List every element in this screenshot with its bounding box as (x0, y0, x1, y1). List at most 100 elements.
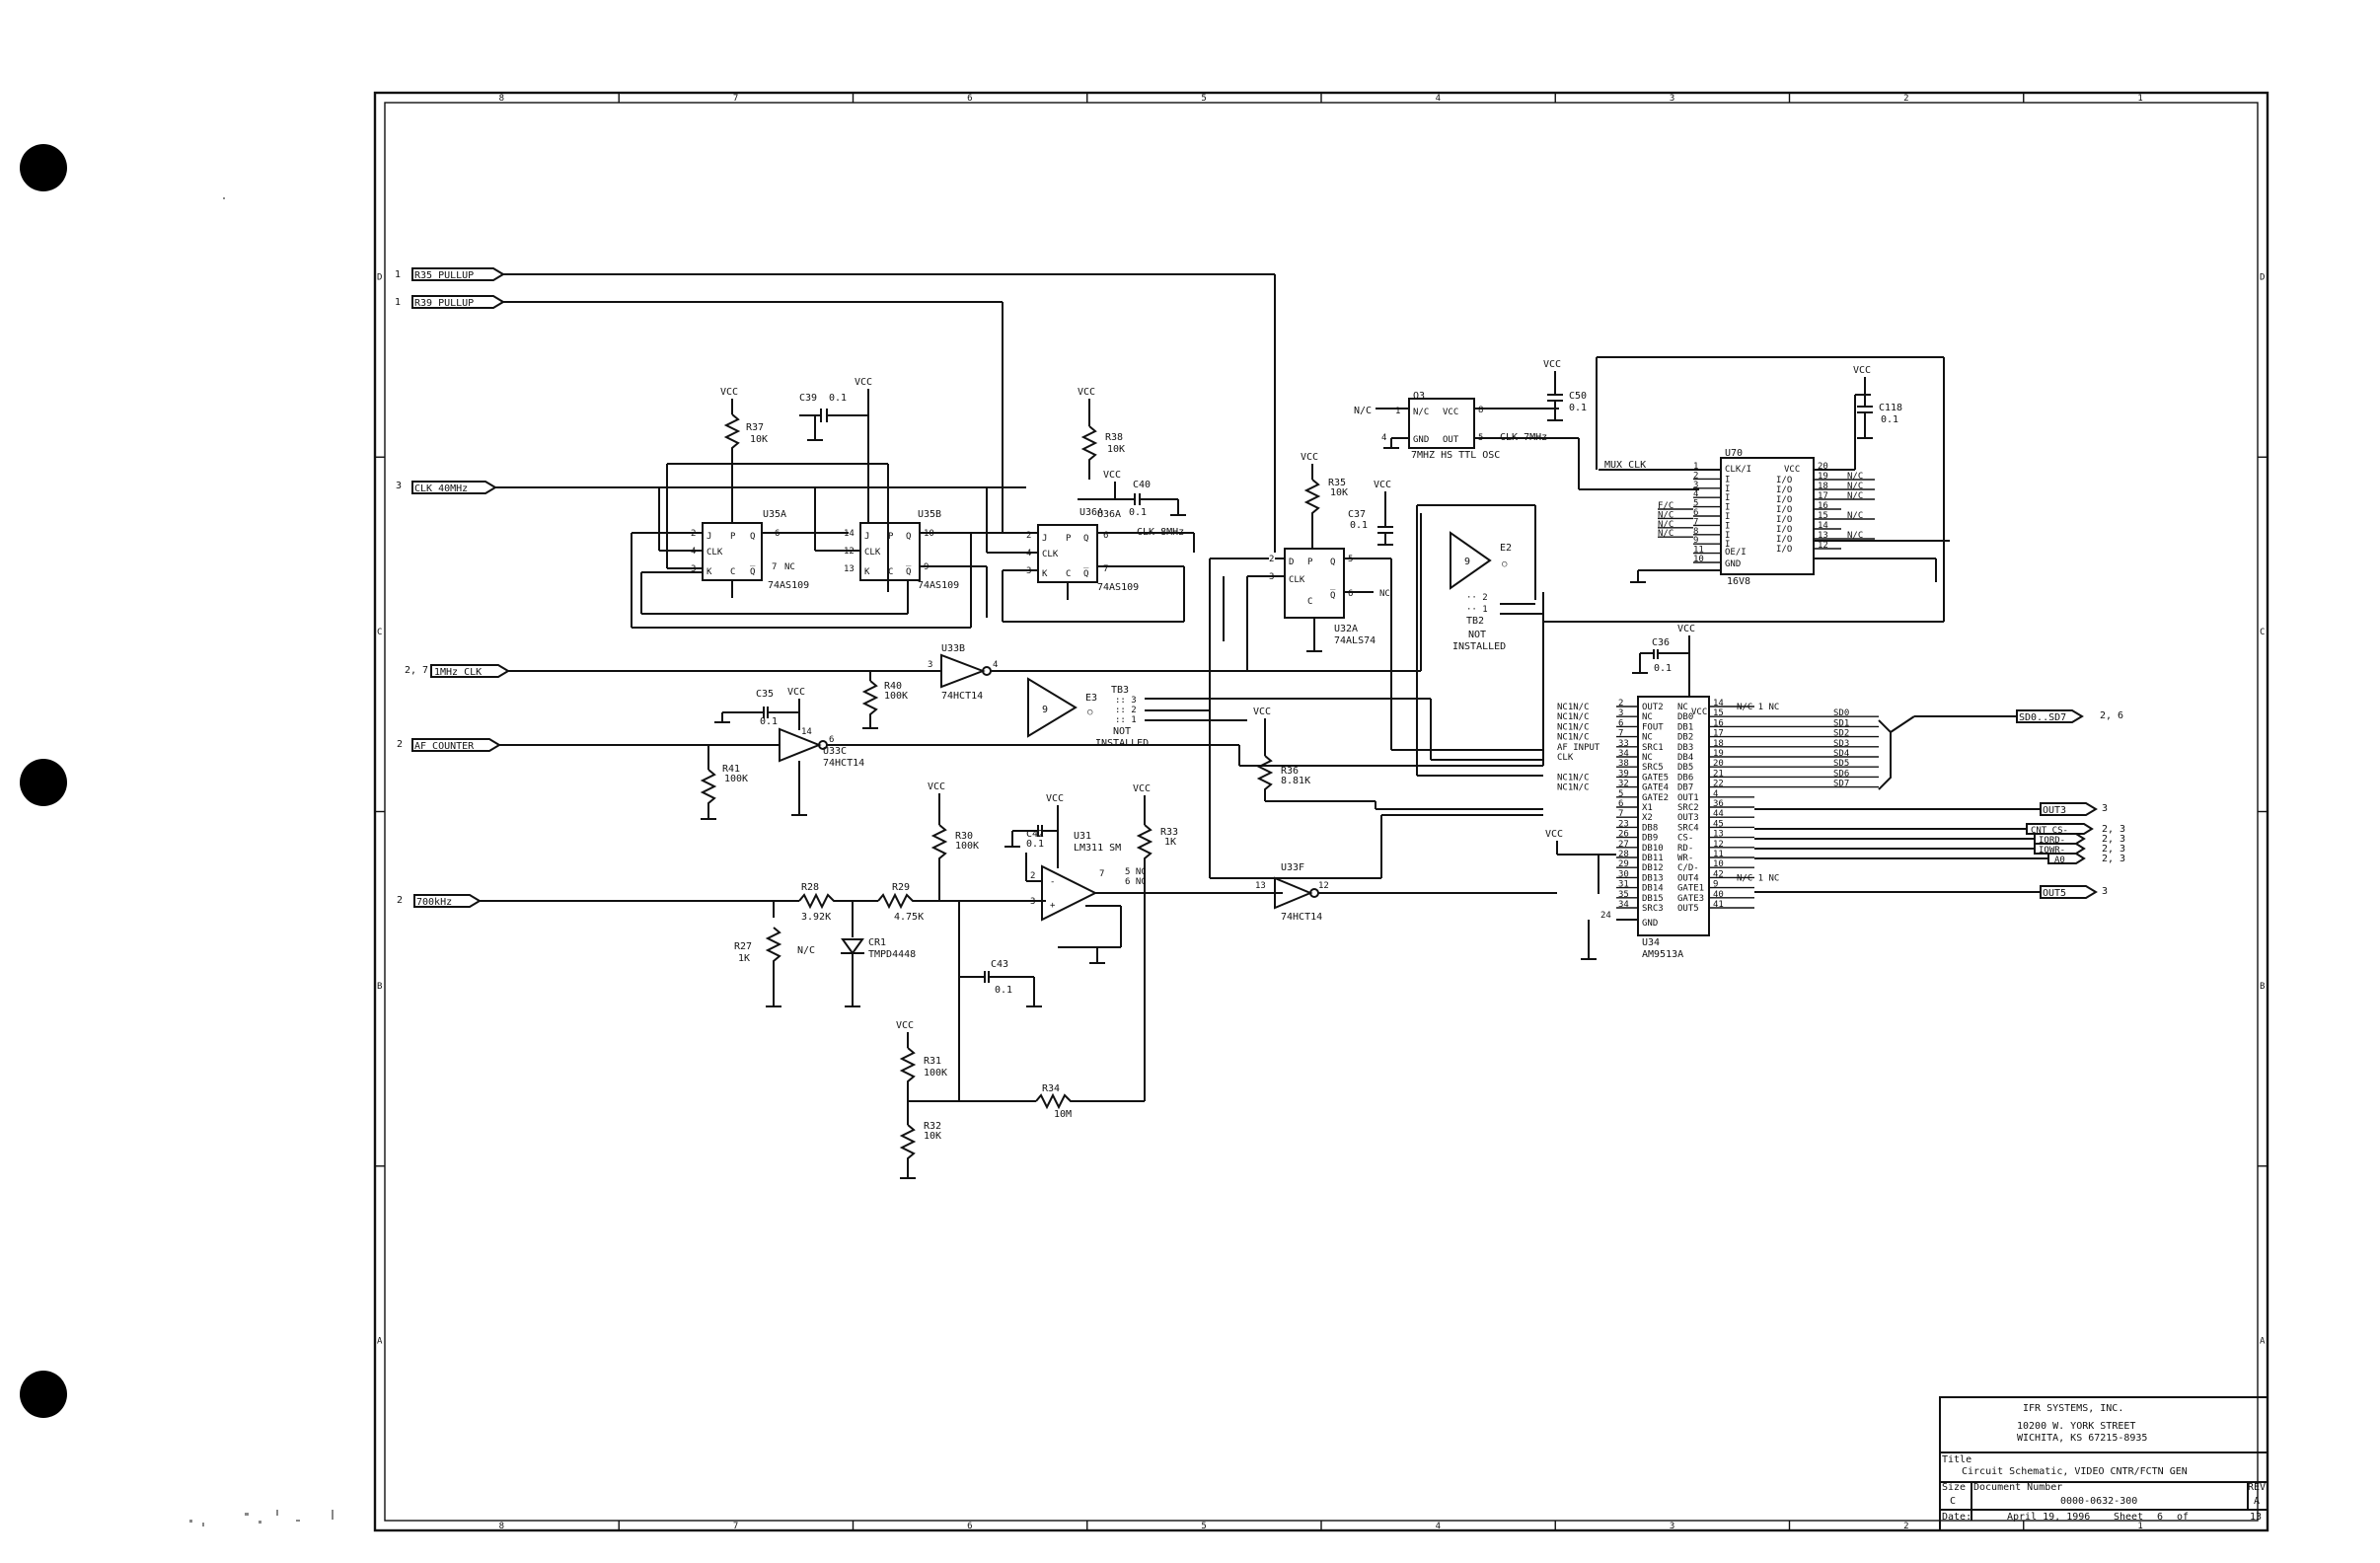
svg-text:Q̅: Q̅ (1083, 567, 1089, 579)
svg-text:Q: Q (906, 532, 911, 542)
u70-pin-number: 14 (1818, 521, 1828, 531)
svg-text:C36: C36 (1652, 637, 1670, 648)
svg-text:2, 3: 2, 3 (2102, 854, 2125, 864)
svg-text:VCC: VCC (1443, 408, 1458, 417)
r40-resistor: R40 100K (861, 671, 908, 729)
u34-pin-name: DB0 (1677, 712, 1693, 722)
svg-text:U34: U34 (1642, 937, 1660, 948)
svg-text:7: 7 (1099, 869, 1104, 879)
c35-capacitor: C35 0.1 VCC (714, 687, 805, 727)
u34-pin-number: 30 (1618, 869, 1629, 879)
r30-resistor: VCC R30 100K (928, 782, 979, 901)
svg-text:9: 9 (1042, 705, 1048, 715)
svg-text:VCC: VCC (928, 782, 945, 792)
svg-text:VCC: VCC (896, 1020, 914, 1031)
u34-pin-number: 15 (1713, 708, 1724, 718)
u34-pin-net: NC1N/C (1557, 712, 1590, 722)
border-col-label: 7 (733, 94, 738, 104)
u34-pin-number: 21 (1713, 769, 1724, 779)
u34-pin-name: RD- (1677, 844, 1693, 854)
border-col-label: 5 (1201, 94, 1206, 104)
u34-pin-net: N/C 1 NC (1737, 703, 1779, 712)
u34-pin-name: DB9 (1642, 834, 1658, 844)
u34-pin-number: 34 (1618, 749, 1629, 759)
u70-pin-name: I/O (1776, 545, 1792, 555)
svg-text:10K: 10K (924, 1131, 941, 1142)
offsheet-r39-pullup: 1 R39 PULLUP (395, 295, 505, 309)
border-col-label: 5 (1201, 1522, 1206, 1531)
u34-pin-number: 9 (1713, 880, 1718, 890)
u34-pin-net: NC1N/C (1557, 773, 1590, 782)
border-col-label: 4 (1436, 94, 1441, 104)
svg-text:100K: 100K (924, 1068, 947, 1079)
svg-text:C39: C39 (799, 393, 817, 404)
sd-bus: SD0..SD7 2, 6 (1878, 709, 2123, 790)
u70-pin-number: 1 (1693, 462, 1698, 472)
u34-pin-net: NC1N/C (1557, 722, 1590, 732)
svg-text:U35B: U35B (918, 509, 941, 520)
u70-pin-number: 8 (1693, 527, 1698, 537)
u34-counter: VCC GND U34 AM9513A OUT22NC1N/CNC3NC1N/C… (1557, 696, 1879, 960)
u33c-inverter: U33C 74HCT14 6 14 (499, 712, 1239, 816)
u70-pin-number: 10 (1693, 555, 1704, 564)
svg-text:1K: 1K (1164, 837, 1176, 848)
svg-text:LM311 SM: LM311 SM (1074, 843, 1121, 854)
u70-pin-number: 6 (1693, 508, 1698, 518)
u34-pin-number: 3 (1618, 708, 1623, 718)
svg-text:2, 3: 2, 3 (2102, 844, 2125, 855)
svg-text:R29: R29 (892, 882, 910, 893)
svg-text:NOT: NOT (1113, 726, 1131, 737)
svg-text:VCC: VCC (720, 387, 738, 398)
svg-text:N/C: N/C (797, 945, 815, 956)
svg-text:R39 PULLUP: R39 PULLUP (414, 298, 474, 309)
c36-capacitor: C36 0.1 VCC (1632, 624, 1695, 697)
svg-text:CLK: CLK (1289, 575, 1305, 585)
svg-text:U36A: U36A (1097, 509, 1121, 520)
u34-pin-name: DB7 (1677, 783, 1693, 793)
u34-pin-number: 35 (1618, 890, 1629, 900)
u70-pin-number: 18 (1818, 482, 1828, 491)
svg-text:REV: REV (2248, 1482, 2266, 1493)
offsheet-af-counter: 2 AF COUNTER (397, 738, 501, 752)
svg-text:VCC: VCC (1133, 783, 1151, 794)
u34-pin-name: DB11 (1642, 854, 1664, 863)
offsheet-1mhz-clk: 2, 7 1MHz CLK (405, 664, 510, 678)
svg-text:WICHITA, KS 67215-8935: WICHITA, KS 67215-8935 (2017, 1433, 2147, 1444)
svg-text:U70: U70 (1725, 448, 1743, 459)
svg-text::: 2: :: 2 (1115, 706, 1137, 715)
svg-text:14: 14 (844, 529, 855, 539)
svg-text:R27: R27 (734, 941, 752, 952)
offsheet-out5: OUT5 3 (1754, 885, 2108, 899)
r36-resistor: VCC R36 8.81K (1253, 707, 1543, 810)
offsheet-r35-pullup: 1 R35 PULLUP (395, 267, 505, 281)
u34-pin-net: NC1N/C (1557, 783, 1590, 793)
svg-text:J: J (707, 532, 711, 542)
svg-text:VCC: VCC (855, 377, 872, 388)
punch-hole-middle (20, 759, 67, 806)
svg-text:INSTALLED: INSTALLED (1095, 738, 1149, 749)
u34-pin-name: X1 (1642, 803, 1653, 813)
u34-pin-net: SD3 (1833, 739, 1849, 749)
svg-text:2, 6: 2, 6 (2100, 710, 2123, 721)
offsheet-clk-40mhz: 3 CLK 40MHz (396, 481, 497, 494)
punch-hole-top (20, 144, 67, 191)
svg-text:N/C: N/C (1354, 406, 1372, 416)
u70-pin-number: 20 (1818, 462, 1828, 472)
border-col-label: 1 (2137, 94, 2142, 104)
u34-pin-number: 34 (1618, 900, 1629, 910)
u34-pin-name: C/D- (1677, 863, 1699, 873)
svg-text:U31: U31 (1074, 831, 1091, 842)
svg-text:VCC: VCC (787, 687, 805, 698)
title-block: IFR SYSTEMS, INC. 10200 W. YORK STREET W… (1939, 1396, 2268, 1531)
svg-text:24: 24 (1600, 911, 1611, 921)
svg-text:R38: R38 (1105, 432, 1123, 443)
svg-text:6: 6 (1348, 589, 1353, 599)
svg-text:16V8: 16V8 (1727, 576, 1750, 587)
u34-pin-name: NC (1642, 733, 1653, 743)
svg-text:74AS109: 74AS109 (1097, 582, 1139, 593)
u34-pin-net: NC1N/C (1557, 733, 1590, 743)
u34-pin-number: 13 (1713, 830, 1724, 840)
svg-text:OUT5: OUT5 (2043, 888, 2066, 899)
svg-text:74HCT14: 74HCT14 (1281, 912, 1322, 923)
c39-capacitor: C39 0.1 VCC (799, 377, 872, 523)
